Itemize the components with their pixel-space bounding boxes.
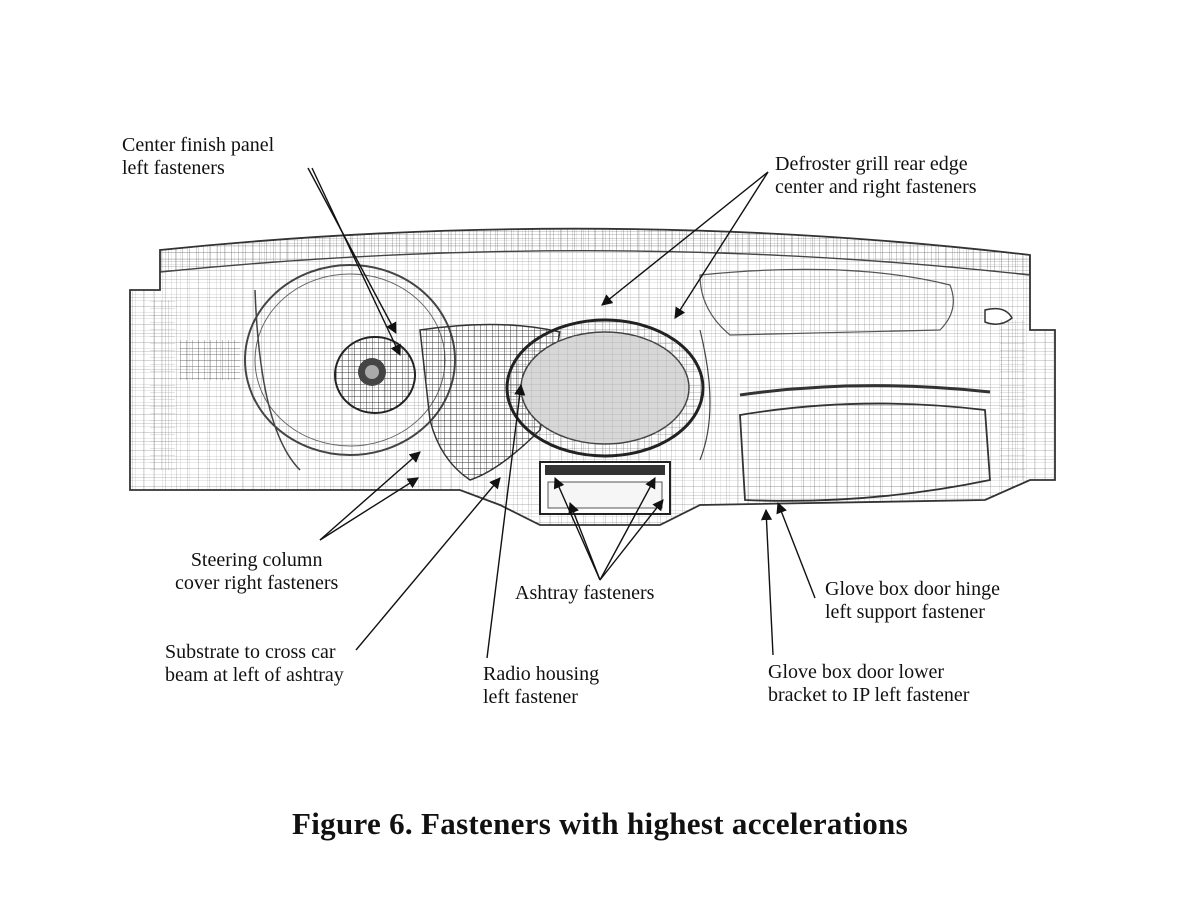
label-defroster-grill: Defroster grill rear edge center and rig… — [775, 153, 977, 199]
arrow-ashtray-4 — [599, 499, 664, 581]
label-center-finish-panel: Center finish panel left fasteners — [122, 134, 274, 180]
arrow-ashtray-2 — [568, 501, 601, 581]
label-line: beam at left of ashtray — [165, 664, 344, 686]
label-glove-box-bracket: Glove box door lower bracket to IP left … — [768, 661, 969, 707]
arrow-center-finish-2 — [311, 167, 401, 357]
label-line: Substrate to cross car — [165, 641, 336, 663]
dashboard-body — [130, 228, 1055, 525]
label-ashtray: Ashtray fasteners — [515, 582, 654, 605]
label-steering-column: Steering column cover right fasteners — [175, 549, 338, 595]
label-line: left fastener — [483, 686, 578, 708]
label-substrate: Substrate to cross car beam at left of a… — [165, 641, 344, 687]
label-radio-housing: Radio housing left fastener — [483, 663, 599, 709]
arrow-steering-2 — [319, 477, 419, 541]
leader-arrows — [307, 167, 816, 659]
label-line: bracket to IP left fastener — [768, 684, 970, 706]
arrow-substrate — [355, 477, 501, 651]
arrow-ashtray-3 — [599, 477, 656, 581]
label-line: Glove box door hinge — [825, 578, 1000, 600]
label-line: center and right fasteners — [775, 176, 977, 198]
label-line: Steering column — [190, 549, 323, 571]
arrow-center-finish-1 — [307, 167, 397, 334]
arrow-glove-hinge — [776, 501, 816, 599]
arrow-defroster-1 — [601, 171, 769, 306]
figure-caption: Figure 6. Fasteners with highest acceler… — [292, 806, 908, 841]
label-line: cover right fasteners — [175, 572, 339, 594]
label-line: Center finish panel — [122, 134, 275, 156]
glove-box — [739, 384, 991, 502]
arrow-ashtray-1 — [553, 476, 601, 581]
label-line: Radio housing — [483, 663, 600, 685]
label-line: left fasteners — [122, 157, 225, 179]
label-line: Glove box door lower — [768, 661, 945, 683]
label-line: Defroster grill rear edge — [775, 153, 968, 175]
label-line: left support fastener — [825, 601, 985, 623]
arrow-radio-housing — [486, 383, 526, 659]
arrow-glove-bracket — [760, 508, 774, 656]
steering-hub — [334, 336, 416, 414]
arrow-steering-1 — [319, 451, 421, 541]
dashboard-outline — [129, 227, 1056, 526]
label-line: Ashtray fasteners — [515, 582, 655, 604]
arrow-defroster-2 — [674, 171, 769, 319]
label-glove-box-hinge: Glove box door hinge left support fasten… — [825, 578, 1000, 624]
